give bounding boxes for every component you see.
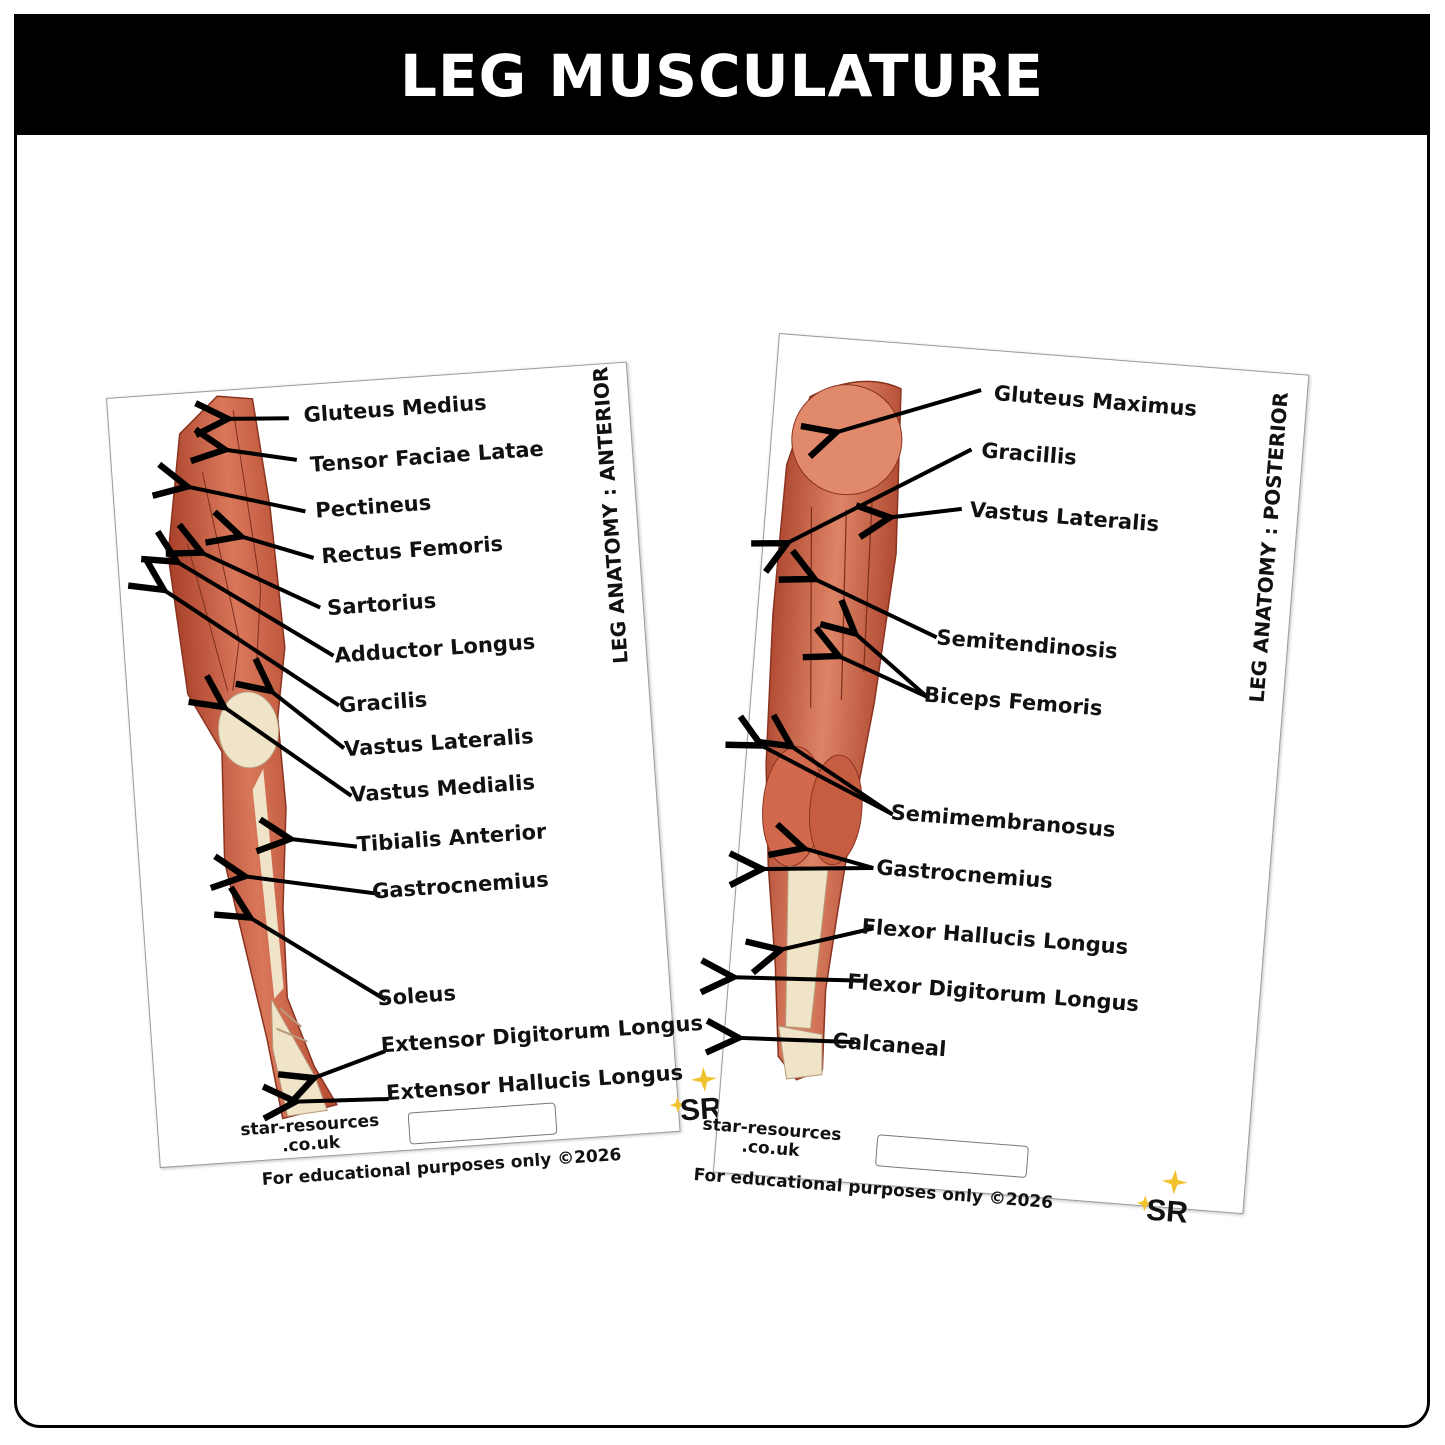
- arrow-line: [735, 1033, 855, 1047]
- arrow-line: [753, 744, 894, 817]
- arrow-line: [221, 444, 298, 465]
- arrow-line: [777, 926, 875, 958]
- star-resources-logo: SR: [669, 1066, 723, 1128]
- arrow-line: [224, 414, 289, 423]
- arrow-line: [268, 683, 346, 750]
- arrow-line: [758, 859, 874, 878]
- logo-text: SR: [679, 1092, 723, 1128]
- arrow-line: [198, 543, 321, 610]
- arrow-line: [729, 970, 865, 988]
- arrow-line: [237, 530, 315, 560]
- title-banner: LEG MUSCULATURE: [17, 17, 1427, 135]
- arrow-line: [832, 654, 928, 699]
- anterior-arrows: [107, 363, 389, 1137]
- page-title: LEG MUSCULATURE: [400, 42, 1044, 110]
- site-url: star-resources .co.uk: [239, 1110, 380, 1157]
- posterior-card: Gluteus Maximus Gracillis Vastus Lateral…: [693, 333, 1310, 1230]
- arrow-line: [847, 631, 929, 699]
- arrow-line: [246, 906, 387, 1002]
- anterior-card: Gluteus Medius Tensor Faciae Latae Pecti…: [106, 361, 723, 1190]
- arrow-line: [292, 1095, 389, 1106]
- arrow-line: [241, 866, 381, 897]
- arrow-line: [160, 576, 341, 708]
- arrow-line: [173, 549, 335, 658]
- arrow-line: [886, 503, 963, 524]
- arrow-line: [286, 834, 358, 852]
- arrow-line: [783, 744, 894, 817]
- star-resources-logo: SR: [1136, 1169, 1189, 1230]
- logo-text: SR: [1145, 1194, 1189, 1230]
- arrow-line: [783, 447, 973, 559]
- arrow-line: [308, 1049, 386, 1079]
- arrow-line: [183, 477, 306, 514]
- arrow-line: [832, 388, 982, 445]
- arrow-line: [221, 696, 353, 798]
- posterior-arrows: [714, 388, 982, 1213]
- arrow-line: [807, 577, 938, 640]
- arrow-line: [799, 847, 874, 870]
